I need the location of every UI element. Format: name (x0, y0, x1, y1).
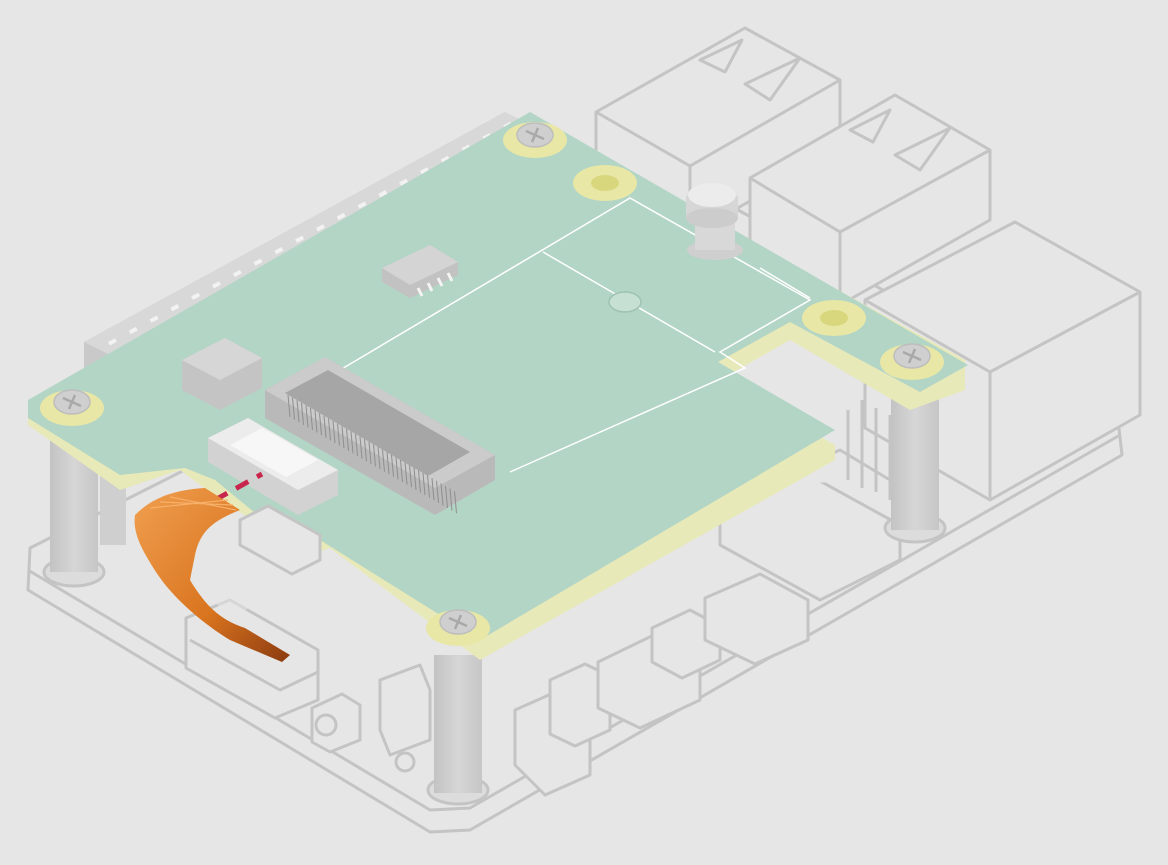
m2-contact (287, 394, 291, 418)
m2-contact (449, 488, 453, 511)
square-component (182, 338, 262, 410)
alignment-marker (213, 471, 264, 503)
thumb-screw (686, 183, 743, 260)
gpio-pin (440, 155, 450, 164)
m2-contact (350, 431, 354, 454)
m2-contact (404, 462, 408, 485)
gpio-pin (378, 190, 388, 198)
base-side-connectors (184, 448, 902, 797)
m2-contact (391, 454, 394, 477)
gpio-pin (399, 178, 409, 186)
m2-contact (440, 483, 444, 506)
m2-contact (409, 465, 412, 488)
m2-contact (454, 491, 457, 514)
m2-contact (395, 457, 399, 480)
ribbon-cable (134, 488, 290, 662)
gpio-pin (420, 167, 429, 175)
m2-contact (431, 478, 435, 501)
gpio-pin (170, 304, 180, 312)
m2-contact (296, 400, 300, 423)
m2-contact (310, 407, 313, 431)
gpio-pin (295, 235, 305, 243)
screw (426, 609, 490, 646)
m2-contact (364, 439, 367, 462)
m2-contact (292, 397, 295, 420)
m2-contact (413, 467, 417, 490)
gpio-pin (149, 315, 159, 323)
gpio-pin (336, 212, 346, 221)
m2-contact (445, 485, 448, 509)
mount-pad (573, 165, 637, 201)
pin-header-right (846, 400, 892, 500)
gpio-pin (212, 281, 221, 289)
gpio-pin (128, 326, 138, 335)
screw (503, 122, 567, 158)
m2-contact (346, 428, 349, 451)
m2-contact (436, 480, 439, 503)
m2-slot-contacts (287, 394, 457, 514)
m2-contact (422, 472, 426, 496)
gpio-pin (191, 292, 201, 300)
m2-contact (386, 452, 390, 475)
m2-contact (301, 402, 304, 425)
gpio-pin (232, 269, 242, 278)
gpio-pin (316, 224, 325, 232)
m2-contact (427, 475, 430, 498)
m2-contact (319, 413, 322, 436)
mount-pad (802, 300, 866, 336)
m2-contact (377, 446, 381, 470)
m2-slot (265, 357, 495, 515)
m2-contact (368, 441, 372, 464)
mount-pad (608, 291, 642, 313)
screw (880, 343, 944, 380)
m2-contact (323, 415, 327, 438)
m2-contact (359, 436, 363, 459)
gpio-pin (253, 258, 263, 266)
base-cable-clamp (238, 504, 322, 576)
ic-chip (382, 245, 458, 298)
m2-contact (373, 444, 376, 467)
m2-contact (382, 449, 385, 472)
ffc-connector (208, 418, 338, 515)
gpio-pin (357, 201, 367, 209)
standoff (883, 385, 947, 544)
m2-contact (341, 426, 345, 449)
screw (40, 389, 104, 426)
m2-contact (328, 418, 331, 441)
m2-contact (355, 433, 358, 457)
standoff (426, 655, 490, 806)
m2-contact (337, 423, 340, 446)
m2-contact (305, 405, 309, 428)
gpio-pin (461, 144, 471, 152)
gpio-pin (107, 338, 117, 346)
gpio-pin (274, 247, 284, 255)
m2-contact (418, 470, 421, 493)
usb-port-stack (594, 26, 992, 307)
m2-contact (314, 410, 318, 433)
m2-contact (400, 459, 403, 483)
m2-contact (332, 420, 336, 444)
